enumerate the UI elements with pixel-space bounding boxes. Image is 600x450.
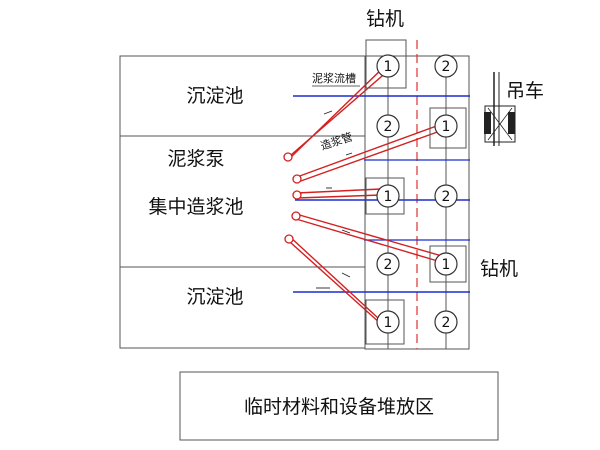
pile-number: 2 bbox=[384, 119, 393, 135]
pump-outlet bbox=[284, 234, 294, 244]
pile-number: 1 bbox=[384, 59, 393, 75]
mud-pump-label: 泥浆泵 bbox=[167, 148, 224, 170]
pile-circle bbox=[376, 252, 400, 276]
pump-outlets bbox=[283, 152, 302, 244]
pile-number: 2 bbox=[442, 59, 451, 75]
sedimentation-tank-bottom-label: 沉淀池 bbox=[186, 286, 243, 308]
tick-marks bbox=[316, 110, 353, 289]
drill-rig-frame bbox=[365, 39, 407, 89]
pump-outlet bbox=[283, 152, 293, 162]
pile-number: 2 bbox=[442, 315, 451, 331]
drill-rig-frame bbox=[429, 107, 467, 149]
pile-number: 1 bbox=[384, 315, 393, 331]
mixing-tank-label: 集中造浆池 bbox=[148, 196, 243, 218]
pile-circle bbox=[434, 310, 458, 334]
pile-number: 1 bbox=[384, 189, 393, 205]
pump-outlet bbox=[291, 211, 301, 221]
pile-circle bbox=[376, 54, 400, 78]
sedimentation-tank-top-label: 沉淀池 bbox=[186, 85, 243, 107]
storage-area-label: 临时材料和设备堆放区 bbox=[244, 396, 434, 418]
pump-outlet bbox=[292, 190, 302, 200]
storage-area-box bbox=[179, 371, 499, 441]
drill-rig-frame bbox=[365, 299, 405, 345]
crane-icon bbox=[484, 72, 516, 146]
pile-number: 1 bbox=[442, 119, 451, 135]
drill-rig-frame bbox=[365, 177, 405, 215]
pile-number: 2 bbox=[384, 257, 393, 273]
pile-circle bbox=[376, 114, 400, 138]
pump-outlet bbox=[292, 174, 302, 184]
pile-circles bbox=[376, 54, 458, 334]
drill-rig-label-top: 钻机 bbox=[366, 8, 404, 30]
pile-circle bbox=[434, 54, 458, 78]
pile-circle bbox=[434, 184, 458, 208]
drill-rig-frame bbox=[429, 245, 467, 283]
pile-number: 1 bbox=[442, 257, 451, 273]
pile-number: 2 bbox=[442, 189, 451, 205]
mud-channel-label: 泥浆流槽 bbox=[312, 71, 356, 85]
pile-circle bbox=[376, 184, 400, 208]
drill-rig-label-right: 钻机 bbox=[480, 258, 518, 280]
pile-circle bbox=[434, 114, 458, 138]
crane-label: 吊车 bbox=[506, 80, 544, 102]
pile-circle bbox=[434, 252, 458, 276]
pile-circle bbox=[376, 310, 400, 334]
slurry-pipe-label: 造浆管 bbox=[319, 129, 355, 153]
